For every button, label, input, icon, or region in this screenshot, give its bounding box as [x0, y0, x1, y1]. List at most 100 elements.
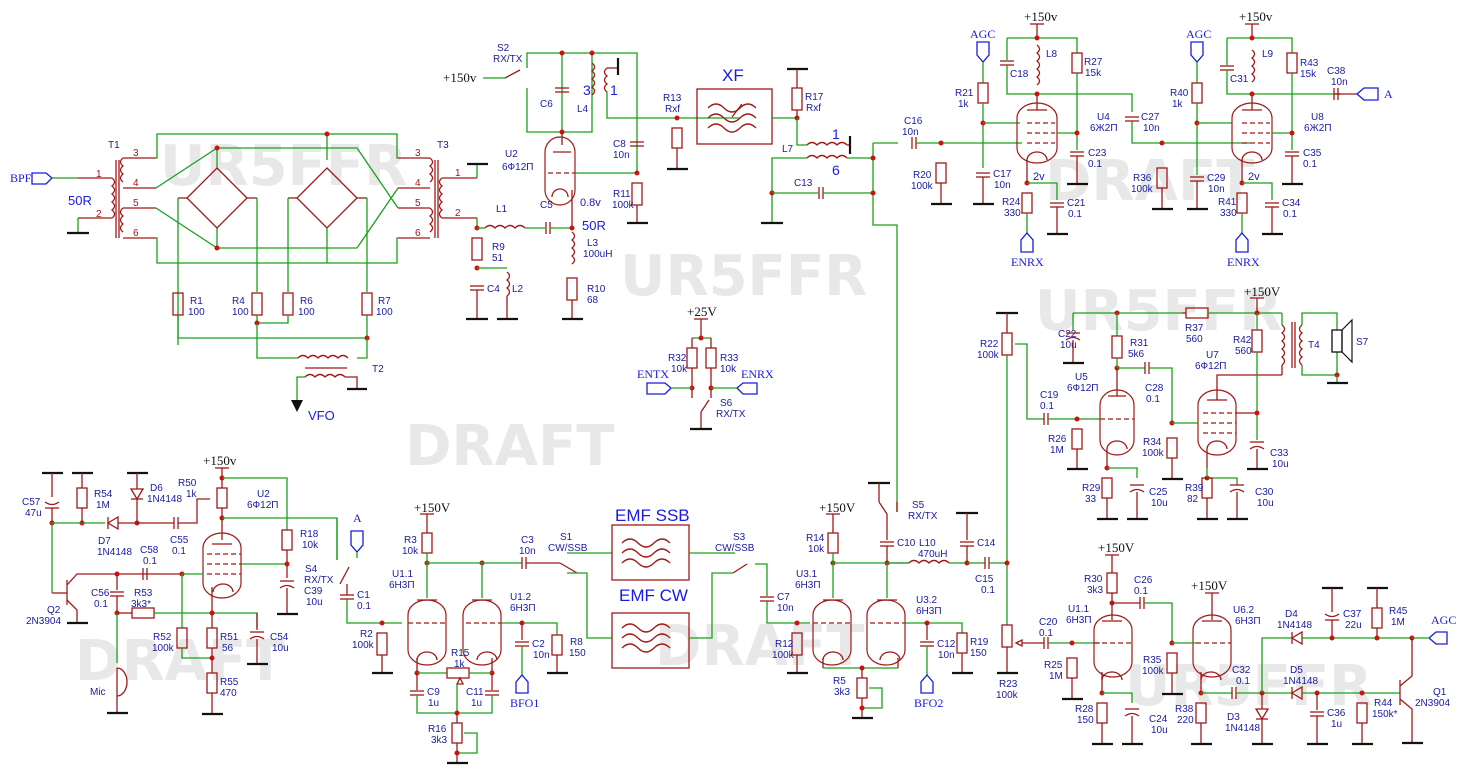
r13-value: Rxf — [665, 104, 680, 115]
potentiometer-r16[interactable] — [451, 722, 463, 744]
a-port-in[interactable] — [350, 530, 364, 553]
c54-ref: C54 — [270, 632, 289, 643]
bfo1-port[interactable] — [515, 674, 529, 694]
c1-ref: C1 — [357, 590, 370, 601]
r52-ref: R52 — [153, 632, 172, 643]
rail-150v-bm2: +150V — [819, 500, 856, 515]
potentiometer-r50[interactable] — [216, 487, 228, 509]
u2-tx-ref: U2 — [257, 489, 270, 500]
s4-switch[interactable] — [339, 566, 350, 585]
r8-ref: R8 — [570, 637, 583, 648]
u3-1-ref: U3.1 — [796, 569, 818, 580]
s6-switch[interactable] — [700, 399, 710, 413]
c29-ref: C29 — [1207, 173, 1226, 184]
c7-value: 10n — [777, 603, 794, 614]
d7-ref: D7 — [98, 536, 111, 547]
c33-value: 10u — [1272, 459, 1289, 470]
c16-value: 10n — [902, 127, 919, 138]
l9-ref: L9 — [1262, 49, 1274, 60]
l3-ref: L3 — [587, 238, 599, 249]
a-port-out[interactable] — [1356, 87, 1379, 101]
r37-ref: R37 — [1185, 323, 1204, 334]
s5-switch[interactable] — [878, 501, 888, 515]
r55-ref: R55 — [220, 677, 239, 688]
r21-value: 1k — [958, 99, 970, 110]
t3-pin-5: 5 — [415, 198, 421, 209]
rail-150v-bm1: +150V — [414, 500, 451, 515]
r1-ref: R1 — [190, 296, 203, 307]
watermark-callsign-1: UR5FFR — [160, 134, 407, 199]
r33-value: 10k — [720, 364, 737, 375]
imp-out-label: 50R — [582, 218, 606, 233]
r22-ref: R22 — [980, 339, 999, 350]
s2-ref: S2 — [497, 43, 510, 54]
r41-value: 330 — [1220, 208, 1237, 219]
r45-value: 1M — [1391, 617, 1405, 628]
agc-port-u8[interactable] — [1190, 41, 1204, 63]
tube-u2-tx: U2 6Ф12П — [202, 489, 287, 613]
u1-2-type: 6Н3П — [510, 603, 536, 614]
r5-ref: R5 — [833, 676, 846, 687]
l8-ref: L8 — [1046, 49, 1058, 60]
r16-ref: R16 — [428, 724, 447, 735]
u3-1-type: 6Н3П — [795, 580, 821, 591]
r28-ref: R28 — [1075, 704, 1094, 715]
r31-value: 5k6 — [1128, 349, 1145, 360]
d6-ref: D6 — [150, 483, 163, 494]
c21-value: 0.1 — [1068, 209, 1082, 220]
r3-ref: R3 — [404, 535, 417, 546]
r43-value: 15k — [1300, 69, 1317, 80]
s1-switch[interactable] — [559, 562, 578, 574]
bpf-port[interactable] — [31, 172, 53, 185]
l10-ref: L10 — [919, 538, 936, 549]
potentiometer-r23[interactable] — [1001, 624, 1013, 648]
rail-150v-agc2: +150V — [1191, 578, 1228, 593]
u7-ref: U7 — [1206, 350, 1219, 361]
potentiometer-r5[interactable] — [856, 677, 868, 699]
bfo2-port[interactable] — [920, 674, 934, 694]
r7-ref: R7 — [378, 296, 391, 307]
r35-value: 100k — [1142, 666, 1165, 677]
watermark-draft-1: DRAFT — [1045, 149, 1254, 214]
s3-switch[interactable] — [732, 563, 748, 574]
r11-value: 100k — [612, 200, 635, 211]
t3-pin-4: 4 — [415, 178, 421, 189]
agc-port-out[interactable] — [1428, 631, 1448, 645]
u2-cathode-voltage: 0.8v — [580, 197, 601, 209]
rail-150v-u4: +150v — [1024, 9, 1058, 24]
agc-port-u4[interactable] — [976, 41, 990, 63]
enrx-port-u8[interactable] — [1235, 232, 1249, 253]
c25-ref: C25 — [1149, 487, 1168, 498]
rail-150v-audio: +150V — [1244, 284, 1281, 299]
t1-pin-6: 6 — [133, 228, 139, 239]
u4-type: 6Ж2П — [1090, 123, 1118, 134]
c38-value: 10n — [1331, 77, 1348, 88]
watermark-draft-3: DRAFT — [75, 629, 284, 694]
c35-value: 0.1 — [1303, 159, 1317, 170]
u7-type: 6Ф12П — [1195, 361, 1226, 372]
s4-ref: S4 — [305, 564, 318, 575]
mic-label: Mic — [90, 687, 106, 698]
c11-ref: C11 — [466, 687, 484, 698]
microphone[interactable]: Mic — [90, 613, 128, 715]
vfo-label: VFO — [308, 408, 335, 423]
enrx-port-u4[interactable] — [1020, 232, 1034, 253]
c15-ref: C15 — [975, 574, 994, 585]
c30-ref: C30 — [1255, 487, 1274, 498]
r51-ref: R51 — [220, 632, 239, 643]
c7-ref: C7 — [777, 592, 790, 603]
r44-ref: R44 — [1374, 698, 1393, 709]
t4-ref: T4 — [1308, 340, 1320, 351]
entx-port[interactable] — [646, 382, 672, 395]
u5-type: 6Ф12П — [1067, 383, 1098, 394]
s5-label: RX/TX — [908, 511, 938, 522]
enrx-port-switch[interactable] — [736, 382, 758, 395]
r34-value: 100k — [1142, 448, 1165, 459]
u2-type: 6Ф12П — [502, 162, 533, 173]
